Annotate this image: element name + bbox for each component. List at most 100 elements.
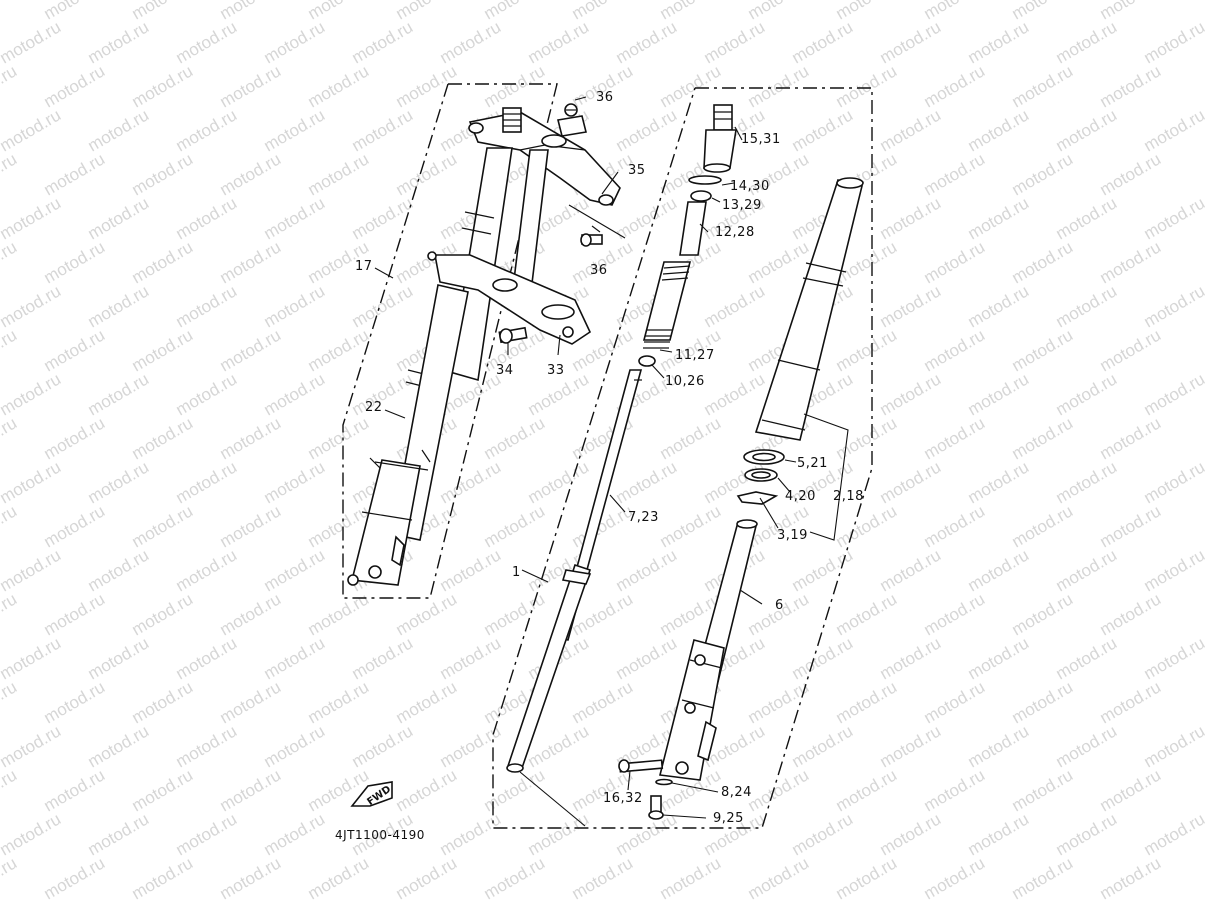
watermark-text: motod.ru: [921, 325, 989, 375]
watermark-text: motod.ru: [1053, 193, 1121, 243]
watermark-text: motod.ru: [0, 765, 20, 815]
watermark-text: motod.ru: [129, 765, 197, 815]
watermark-text: motod.ru: [613, 105, 681, 155]
watermark-text: motod.ru: [1053, 633, 1121, 683]
o-ring: [688, 175, 722, 185]
watermark-text: motod.ru: [305, 853, 373, 903]
watermark-text: motod.ru: [745, 61, 813, 111]
watermark-text: motod.ru: [217, 677, 285, 727]
watermark-text: motod.ru: [921, 589, 989, 639]
watermark-text: motod.ru: [1141, 633, 1209, 683]
watermark-text: motod.ru: [613, 809, 681, 859]
watermark-text: motod.ru: [349, 633, 417, 683]
watermark-text: motod.ru: [85, 105, 153, 155]
watermark-text: motod.ru: [261, 809, 329, 859]
watermark-text: motod.ru: [85, 721, 153, 771]
watermark-text: motod.ru: [0, 0, 20, 23]
watermark-text: motod.ru: [217, 325, 285, 375]
watermark-text: motod.ru: [261, 105, 329, 155]
watermark-text: motod.ru: [1097, 589, 1165, 639]
watermark-text: motod.ru: [41, 501, 109, 551]
watermark-text: motod.ru: [745, 853, 813, 903]
watermark-text: motod.ru: [261, 193, 329, 243]
watermark-text: motod.ru: [173, 809, 241, 859]
watermark-text: motod.ru: [0, 809, 64, 859]
watermark-text: motod.ru: [217, 413, 285, 463]
watermark-text: motod.ru: [41, 413, 109, 463]
watermark-text: motod.ru: [1053, 281, 1121, 331]
watermark-text: motod.ru: [85, 545, 153, 595]
watermark-text: motod.ru: [833, 853, 901, 903]
watermark-text: motod.ru: [41, 237, 109, 287]
watermark-text: motod.ru: [965, 721, 1033, 771]
watermark-text: motod.ru: [1097, 765, 1165, 815]
watermark-text: motod.ru: [833, 325, 901, 375]
watermark-text: motod.ru: [0, 545, 64, 595]
watermark-text: motod.ru: [0, 325, 20, 375]
watermark-text: motod.ru: [0, 61, 20, 111]
watermark-text: motod.ru: [393, 149, 461, 199]
watermark-text: motod.ru: [437, 721, 505, 771]
watermark-text: motod.ru: [921, 413, 989, 463]
watermark-text: motod.ru: [1053, 545, 1121, 595]
watermark-text: motod.ru: [833, 677, 901, 727]
watermark-text: motod.ru: [1097, 237, 1165, 287]
watermark-text: motod.ru: [437, 809, 505, 859]
watermark-text: motod.ru: [745, 589, 813, 639]
watermark-text: motod.ru: [1053, 105, 1121, 155]
watermark-text: motod.ru: [481, 501, 549, 551]
watermark-text: motod.ru: [0, 721, 64, 771]
watermark-text: motod.ru: [1009, 765, 1077, 815]
watermark-text: motod.ru: [613, 193, 681, 243]
watermark-text: motod.ru: [701, 281, 769, 331]
watermark-text: motod.ru: [0, 457, 64, 507]
watermark-text: motod.ru: [305, 589, 373, 639]
watermark-text: motod.ru: [877, 721, 945, 771]
watermark-text: motod.ru: [1097, 853, 1165, 903]
callout-8-24: 8,24: [721, 785, 752, 800]
watermark-text: motod.ru: [921, 61, 989, 111]
watermark-text: motod.ru: [1141, 369, 1209, 419]
watermark-text: motod.ru: [833, 501, 901, 551]
watermark-text: motod.ru: [657, 853, 725, 903]
watermark-text: motod.ru: [481, 413, 549, 463]
watermark-text: motod.ru: [525, 457, 593, 507]
watermark-text: motod.ru: [217, 149, 285, 199]
watermark-text: motod.ru: [1141, 193, 1209, 243]
watermark-text: motod.ru: [261, 545, 329, 595]
watermark-text: motod.ru: [173, 545, 241, 595]
callout-9-25: 9,25: [713, 811, 744, 826]
watermark-text: motod.ru: [393, 765, 461, 815]
nut: [638, 355, 656, 367]
watermark-text: motod.ru: [217, 589, 285, 639]
watermark-text: motod.ru: [1097, 501, 1165, 551]
watermark-text: motod.ru: [41, 149, 109, 199]
watermark-text: motod.ru: [0, 589, 20, 639]
watermark-text: motod.ru: [965, 545, 1033, 595]
watermark-text: motod.ru: [85, 633, 153, 683]
watermark-text: motod.ru: [1141, 105, 1209, 155]
callout-14-30: 14,30: [730, 179, 770, 194]
watermark-text: motod.ru: [789, 721, 857, 771]
watermark-text: motod.ru: [789, 545, 857, 595]
watermark-text: motod.ru: [701, 369, 769, 419]
watermark-text: motod.ru: [481, 853, 549, 903]
callout-1: 1: [512, 565, 521, 580]
watermark-text: motod.ru: [129, 853, 197, 903]
watermark-text: motod.ru: [173, 193, 241, 243]
watermark-text: motod.ru: [0, 281, 64, 331]
watermark-text: motod.ru: [1009, 61, 1077, 111]
watermark-text: motod.ru: [921, 677, 989, 727]
watermark-text: motod.ru: [85, 193, 153, 243]
watermark-text: motod.ru: [349, 105, 417, 155]
watermark-text: motod.ru: [877, 457, 945, 507]
watermark-text: motod.ru: [921, 237, 989, 287]
watermark-text: motod.ru: [173, 721, 241, 771]
watermark-text: motod.ru: [833, 589, 901, 639]
watermark-text: motod.ru: [1009, 149, 1077, 199]
watermark-text: motod.ru: [877, 193, 945, 243]
callout-5-21: 5,21: [797, 456, 828, 471]
watermark-text: motod.ru: [1141, 281, 1209, 331]
watermark-text: motod.ru: [85, 281, 153, 331]
